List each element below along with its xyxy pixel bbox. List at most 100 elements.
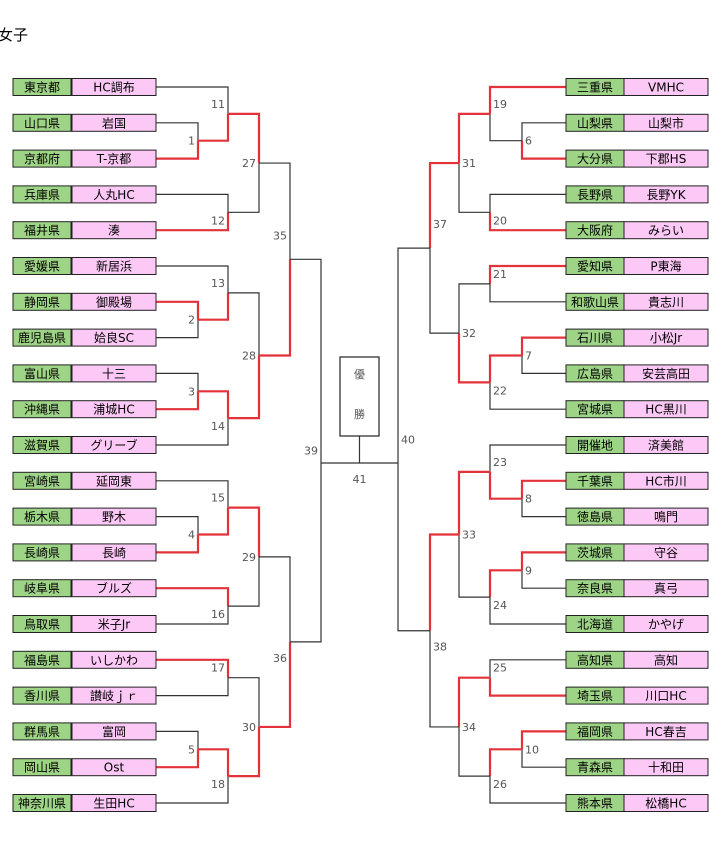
team-box: ブルズ xyxy=(71,579,157,598)
team-name-label: 姶良SC xyxy=(94,330,134,345)
team-box: 湊 xyxy=(71,221,157,240)
team-name-label: 米子Jr xyxy=(98,618,131,632)
bracket-line xyxy=(156,300,200,320)
bracket-line xyxy=(156,193,229,213)
prefecture-box: 石川県 xyxy=(565,328,625,347)
prefecture-label: 愛知県 xyxy=(577,260,613,274)
prefecture-box: 愛媛県 xyxy=(12,257,72,275)
prefecture-box: 埼玉県 xyxy=(565,686,625,705)
prefecture-box: 滋賀県 xyxy=(12,436,72,454)
team-name-label: HC黒川 xyxy=(645,403,686,417)
bracket-line xyxy=(156,418,229,446)
team-entry-L8: 鹿児島県姶良SC xyxy=(12,328,157,347)
team-box: HC市川 xyxy=(623,471,709,490)
team-name-label: 浦城HC xyxy=(93,403,134,417)
team-box: VMHC xyxy=(623,78,709,96)
team-name-label: VMHC xyxy=(648,81,684,95)
match-number-8: 8 xyxy=(525,493,532,506)
bracket-line xyxy=(156,319,199,339)
team-box: 守谷 xyxy=(623,543,709,562)
match-number-33: 33 xyxy=(462,529,476,542)
bracket-line xyxy=(489,113,522,142)
team-box: 川口HC xyxy=(623,686,709,705)
team-name-label: 小松Jr xyxy=(650,331,683,345)
bracket-line xyxy=(156,730,199,750)
team-entry-L10: 沖縄県 浦城HC xyxy=(12,400,157,419)
team-name-label: 済美館 xyxy=(648,438,684,453)
match-number-32: 32 xyxy=(462,327,476,340)
prefecture-box: 奈良県 xyxy=(565,579,625,598)
match-number-34: 34 xyxy=(462,721,476,734)
team-entry-R8: 石川県 小松Jr xyxy=(565,328,709,347)
team-box: 十和田 xyxy=(623,758,709,777)
team-name-label: 人丸HC xyxy=(93,188,134,202)
prefecture-label: 宮崎県 xyxy=(24,473,60,488)
bracket-line xyxy=(457,112,490,164)
team-box: 延岡東 xyxy=(71,471,157,490)
team-name-label: P東海 xyxy=(650,259,681,274)
team-entry-R10: 宮城県 HC黒川 xyxy=(565,400,709,419)
prefecture-label: 長野県 xyxy=(577,188,613,202)
match-number-6: 6 xyxy=(525,135,532,148)
bracket-line xyxy=(156,480,229,508)
prefecture-label: 高知県 xyxy=(577,652,613,667)
team-entry-L2: 山口県岩国 xyxy=(12,113,157,132)
team-box: 鳴門 xyxy=(623,507,709,526)
match-number-20: 20 xyxy=(493,214,507,227)
prefecture-label: 福岡県 xyxy=(577,724,613,739)
prefecture-box: 山口県 xyxy=(12,113,72,132)
match-number-19: 19 xyxy=(493,98,507,111)
match-number-4: 4 xyxy=(188,529,195,542)
team-name-label: 貴志川 xyxy=(648,295,684,309)
prefecture-box: 愛知県 xyxy=(565,257,625,275)
prefecture-box: 岐阜県 xyxy=(12,579,72,598)
prefecture-label: 熊本県 xyxy=(577,796,613,811)
team-box: 下郡HS xyxy=(623,149,709,168)
team-box: Ost xyxy=(71,758,157,777)
team-entry-L3: 京都府 T-京都 xyxy=(12,149,157,168)
prefecture-box: 栃木県 xyxy=(12,507,72,526)
prefecture-box: 富山県 xyxy=(12,364,72,383)
team-name-label: 延岡東 xyxy=(96,474,132,488)
champion-label-2: 勝 xyxy=(354,407,365,421)
prefecture-box: 福井県 xyxy=(12,221,72,240)
team-name-label: 御殿場 xyxy=(96,294,132,309)
prefecture-box: 和歌山県 xyxy=(565,292,625,311)
match-number-31: 31 xyxy=(462,157,476,170)
match-number-5: 5 xyxy=(188,743,195,756)
match-number-9: 9 xyxy=(525,564,532,577)
bracket-line xyxy=(488,354,522,383)
team-name-label: 下郡HS xyxy=(646,152,687,166)
match-number-28: 28 xyxy=(242,350,256,363)
team-entry-R16: 北海道かやげ xyxy=(565,615,709,633)
team-entry-L14: 長崎県長崎 xyxy=(12,543,157,562)
prefecture-label: 徳島県 xyxy=(577,509,613,524)
team-name-label: 守谷 xyxy=(654,546,678,560)
team-name-label: 鳴門 xyxy=(654,510,678,524)
prefecture-box: 京都府 xyxy=(12,149,72,168)
team-name-label: いしかわ xyxy=(90,653,138,667)
prefecture-label: 宮城県 xyxy=(577,402,613,417)
bracket-line xyxy=(156,749,200,769)
prefecture-box: 神奈川県 xyxy=(12,794,72,812)
prefecture-label: 沖縄県 xyxy=(24,402,60,417)
bracket-line xyxy=(259,162,291,260)
bracket-line xyxy=(428,533,459,631)
team-name-label: 安芸高田 xyxy=(642,366,690,381)
prefecture-label: 石川県 xyxy=(577,331,613,345)
match-number-16: 16 xyxy=(211,608,225,621)
prefecture-label: 群馬県 xyxy=(24,725,60,739)
bracket-line xyxy=(458,283,490,334)
team-box: 長野YK xyxy=(623,185,709,204)
bracket-line xyxy=(290,450,322,643)
team-entry-R17: 高知県高知 xyxy=(565,650,709,669)
bracket-line xyxy=(156,587,230,607)
team-name-label: T-京都 xyxy=(96,152,132,166)
team-box: 米子Jr xyxy=(71,615,157,633)
bracket-line xyxy=(156,140,200,160)
prefecture-label: 福島県 xyxy=(24,652,60,667)
match-number-30: 30 xyxy=(242,721,256,734)
match-number-7: 7 xyxy=(525,350,532,363)
